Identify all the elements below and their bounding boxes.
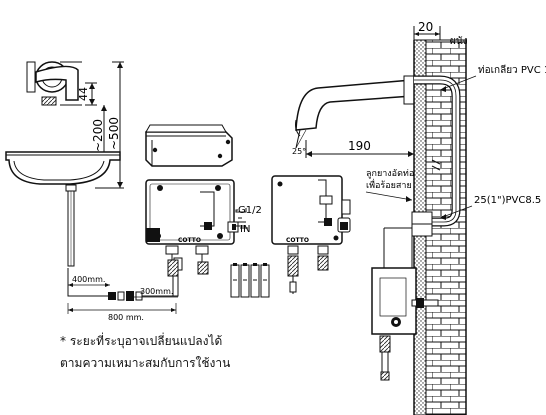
len-400-label: 400mm. [72, 275, 105, 284]
control-box-front: COTTO G1/2 IN [145, 179, 262, 296]
sink-basin [5, 151, 121, 267]
cable-length-dimensions: 400mm. 300mm. 800 mm. [67, 275, 178, 322]
pipe-to-control-box [371, 227, 439, 381]
dim-200-label: ~200 [91, 119, 105, 152]
note-line-1: * ระยะที่ระบุอาจเปลี่ยนแปลงได้ [60, 334, 223, 348]
note-line-2: ตามความเหมาะสมกับการใช้งาน [60, 356, 231, 370]
g12-label: G1/2 [238, 205, 262, 216]
angle-25-label: 25° [292, 147, 306, 156]
len-300-label: 300mm. [140, 287, 173, 296]
dim-20-label: 20 [418, 20, 433, 34]
pvc-pipe-label: ท่อเกลียว PVC 1" [478, 64, 546, 76]
dimension-44: 44 [77, 82, 97, 106]
spout-side-view [26, 61, 82, 106]
installed-faucet: 25° [292, 75, 415, 156]
control-box-top [145, 124, 233, 167]
wall-label: ผนัง [450, 36, 468, 47]
batteries [230, 263, 270, 298]
dimension-20: 20 ผนัง [413, 20, 468, 47]
pvc-pipe [411, 75, 461, 237]
hose-label-1: ลูกยางอัดท่อ [366, 169, 414, 179]
brand-logo-2: COTTO [286, 237, 309, 244]
hose-label-2: เพื่อร้อยสาย [366, 178, 412, 191]
cable-connectors [67, 257, 183, 301]
dimension-500: ~500 [95, 61, 124, 189]
dim-190-label: 190 [348, 139, 371, 153]
dim-44-label: 44 [77, 87, 90, 101]
in-label: IN [240, 224, 250, 235]
pvc-25-label: 25(1")PVC8.5 [474, 195, 541, 206]
dim-500-label: ~500 [107, 117, 121, 150]
control-box-side: COTTO [271, 175, 351, 294]
len-800-label: 800 mm. [108, 313, 144, 322]
dimension-190: 190 [305, 139, 414, 158]
brand-logo-1: COTTO [178, 237, 201, 244]
